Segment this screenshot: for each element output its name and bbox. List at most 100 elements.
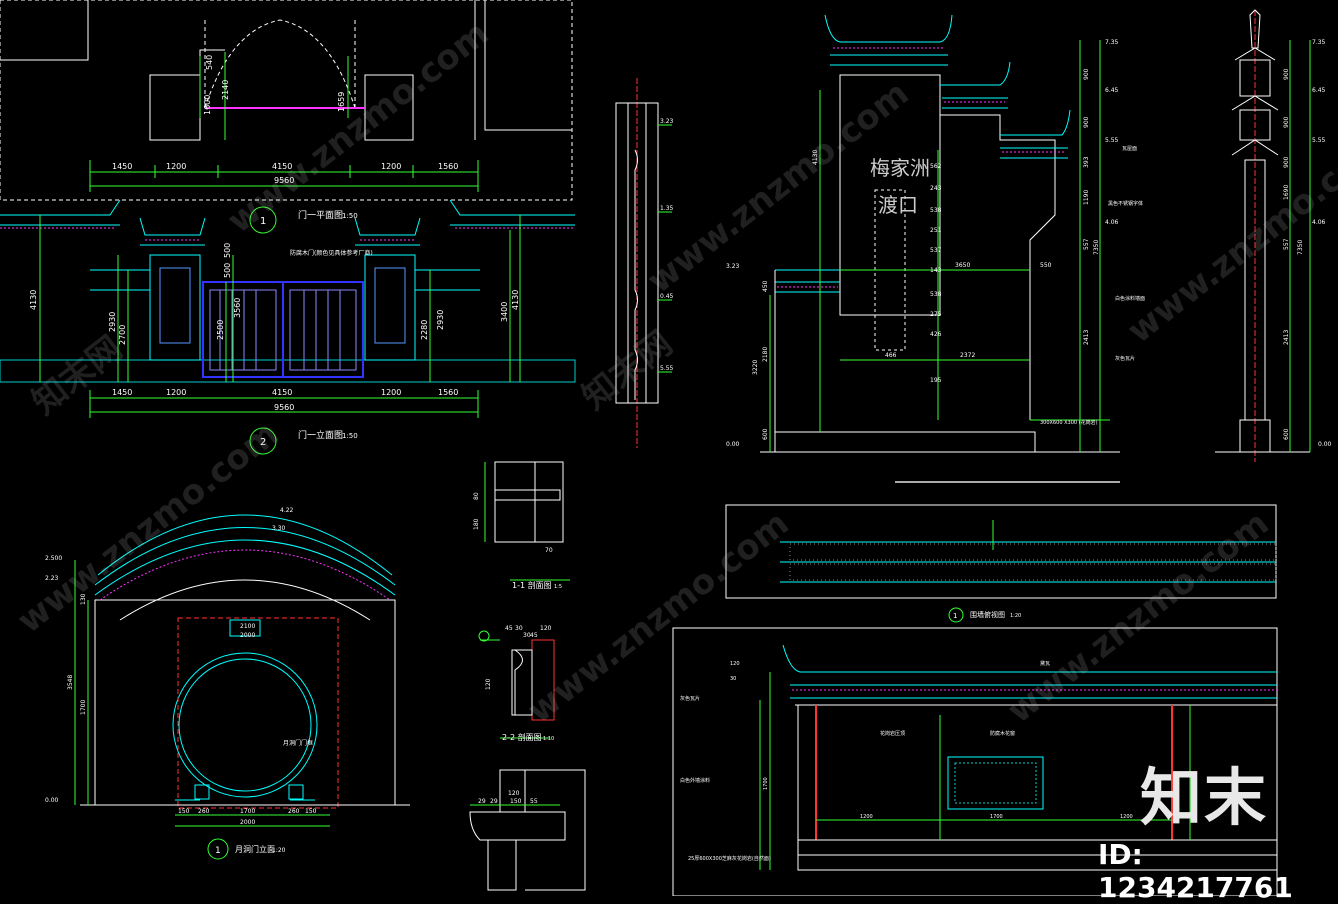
- sign-text-2: 渡口: [878, 193, 918, 217]
- sign-dim-1: 562: [930, 163, 942, 170]
- elev-dim-1: 1450: [112, 388, 132, 397]
- section-details: [469, 461, 586, 891]
- sign-level-5: 3.23: [726, 263, 740, 270]
- moon-left-dim-3: 130: [80, 593, 87, 605]
- column-level-2: 1.35: [660, 205, 674, 212]
- wall-dim-6: 30: [730, 676, 736, 682]
- moon-gate-elevation: [74, 514, 410, 860]
- pillar-level-4: 4.06: [1312, 219, 1326, 226]
- sign-dim-12: 550: [1040, 262, 1052, 269]
- plan-dim-1: 1450: [112, 162, 132, 171]
- moon-gate-labels: 4.22 3.30 2.500 2.23 0.00 150 260 1700 2…: [45, 507, 317, 856]
- pillar-dim-5: 557: [1283, 238, 1290, 250]
- sign-level-1: 7.35: [1105, 39, 1119, 46]
- column-labels: 3.23 1.35 0.45 5.55: [660, 118, 674, 372]
- sign-dim-14: 2372: [960, 352, 975, 359]
- elev-dim-4: 1200: [381, 388, 401, 397]
- plan-dim-total: 9560: [274, 176, 294, 185]
- moon-top-dim-2: 2000: [240, 632, 255, 639]
- sign-wall-labels: 梅家洲 渡口 7.35 6.45 5.55 4.06 3.23 0.00 562…: [726, 39, 1145, 448]
- wall-note-5: 花岗岩压顶: [880, 730, 905, 737]
- sec-dim-2: 30: [515, 625, 523, 632]
- sign-dim-3: 538: [930, 207, 942, 214]
- sec-dim-4: 30: [523, 632, 531, 639]
- elev-vdim-7: 500: [223, 263, 232, 278]
- sign-level-3: 5.55: [1105, 137, 1119, 144]
- column-section: [615, 78, 672, 448]
- wall-dim-4: 1700: [763, 777, 769, 790]
- plan-dim-2: 1200: [166, 162, 186, 171]
- sec-dim-3: 120: [540, 625, 552, 632]
- sign-rdim-4: 1190: [1083, 190, 1090, 205]
- pillar-dim-3: 900: [1283, 156, 1290, 168]
- pillar-level-3: 5.55: [1312, 137, 1326, 144]
- gate-note: 防腐木门(颜色见具体参考厂商): [290, 249, 373, 257]
- moon-title: 月洞门立面: [235, 844, 275, 854]
- pillar-dim-1: 900: [1283, 68, 1290, 80]
- sec-dim-10: 29: [478, 798, 486, 805]
- moon-num: 1: [215, 846, 221, 856]
- elev-vdim-4: 2500: [216, 320, 225, 340]
- wall-dim-2: 1700: [990, 814, 1003, 820]
- wall-plan-scale: 1:20: [1010, 613, 1021, 619]
- moon-level-5: 0.00: [45, 797, 59, 804]
- sign-rdim-5: 557: [1083, 238, 1090, 250]
- elev-vdim-9: 2930: [436, 310, 445, 330]
- plan-vdim-1: 540: [205, 55, 214, 70]
- wall-note-4: 灰色瓦片: [680, 695, 700, 702]
- sec-dim-8: 180: [473, 518, 480, 530]
- section-labels: 1-1 剖面图 1:5 2-2 剖面图 1:10 45 30 120 30 45…: [473, 492, 562, 805]
- site-logo: 知末: [1140, 761, 1269, 834]
- plan-vdim-2: 1600: [203, 95, 212, 115]
- wall-top-labels: 1 围墙俯视图 1:20: [953, 610, 1021, 620]
- elev-vdim-2: 2930: [108, 312, 117, 332]
- wall-plan-num: 1: [953, 612, 957, 620]
- moon-left-dim-2: 1700: [80, 700, 87, 715]
- plan-title: 门一平面图: [298, 209, 343, 221]
- sec-dim-1: 45: [505, 625, 513, 632]
- plan-vdim-3: 2140: [221, 80, 230, 100]
- sign-dim-15: 4130: [812, 150, 819, 165]
- sign-level-6: 0.00: [726, 441, 740, 448]
- sec-dim-12: 150: [510, 798, 522, 805]
- wall-note-2: 防腐木花窗: [990, 730, 1015, 737]
- sec-dim-13: 55: [530, 798, 538, 805]
- sign-rdim-3: 393: [1083, 156, 1090, 168]
- sign-dim-7: 538: [930, 291, 942, 298]
- sec2-scale: 1:10: [543, 736, 554, 742]
- pillar-level-2: 6.45: [1312, 87, 1326, 94]
- moon-dim-4: 260: [288, 808, 300, 815]
- sec-dim-7: 80: [473, 492, 480, 500]
- image-id: ID: 1234217761: [1098, 838, 1293, 904]
- sec-dim-14: 120: [508, 790, 520, 797]
- elev-vdim-6: 500: [223, 243, 232, 258]
- moon-dim-1: 150: [178, 808, 190, 815]
- pillar-dim-7: 7350: [1297, 240, 1304, 255]
- sign-rdim-2: 900: [1083, 116, 1090, 128]
- moon-level-1: 4.22: [280, 507, 294, 514]
- wall-note-3: 白色外墙涂料: [680, 777, 710, 784]
- plan-vdim-4: 1659: [337, 92, 346, 112]
- sign-dim-8: 275: [930, 311, 942, 318]
- sign-note-1: 瓦屋面: [1122, 146, 1137, 152]
- elev-vdim-3: 2700: [118, 325, 127, 345]
- sign-dim-9: 426: [930, 331, 942, 338]
- pillar-dim-6: 2413: [1283, 330, 1290, 345]
- sign-dim-5: 537: [930, 247, 942, 254]
- wall-top-view: [725, 504, 1277, 623]
- wall-dim-3: 1200: [1120, 814, 1133, 820]
- column-level-4: 5.55: [660, 365, 674, 372]
- wall-plan-title: 围墙俯视图: [970, 610, 1005, 619]
- sign-dim-16: 450: [762, 280, 769, 292]
- sign-wall-elevation: [760, 14, 1120, 483]
- elev-dim-2: 1200: [166, 388, 186, 397]
- moon-top-dim-1: 2100: [240, 623, 255, 630]
- moon-total: 2000: [240, 819, 255, 826]
- wall-dim-1: 1200: [860, 814, 873, 820]
- sign-dim-19: 600: [762, 428, 769, 440]
- sign-dim-6: 143: [930, 267, 942, 274]
- moon-level-3: 2.500: [45, 555, 62, 562]
- pillar-labels: 7.35 6.45 5.55 4.06 0.00 900 900 900 169…: [1283, 39, 1332, 448]
- wall-dim-5: 120: [730, 661, 740, 667]
- pillar-elevation: [1215, 9, 1311, 462]
